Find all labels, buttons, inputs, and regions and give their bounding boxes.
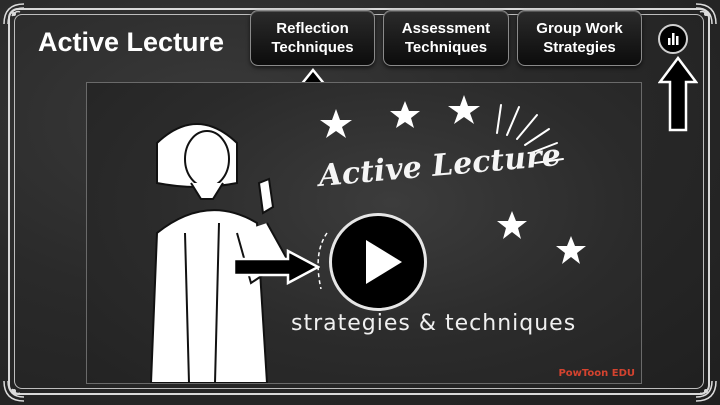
button-label-line: Strategies (543, 39, 616, 56)
reflection-techniques-button[interactable]: Reflection Techniques (250, 10, 375, 66)
bar-chart-icon (668, 33, 679, 45)
arrow-up-icon (658, 56, 698, 132)
assessment-techniques-button[interactable]: Assessment Techniques (383, 10, 509, 66)
button-label-line: Group Work (536, 20, 623, 37)
frame-ornament-icon (3, 380, 25, 402)
button-label-line: Techniques (271, 39, 354, 56)
page-title: Active Lecture (38, 27, 225, 57)
arrow-right-icon (232, 249, 320, 285)
group-work-strategies-button[interactable]: Group Work Strategies (517, 10, 642, 66)
video-player[interactable]: Active Lecture strategies & techniques P… (86, 82, 642, 384)
star-icon (320, 109, 352, 138)
frame-ornament-icon (695, 380, 717, 402)
star-icon (390, 101, 420, 128)
video-subtitle: strategies & techniques (291, 311, 577, 336)
bar-chart-button[interactable] (658, 24, 688, 54)
star-icon (556, 236, 586, 264)
button-label-line: Techniques (404, 39, 488, 56)
frame-ornament-icon (3, 3, 25, 25)
star-icon (497, 211, 527, 239)
button-label-line: Reflection (276, 20, 349, 37)
powtoon-watermark: PowToon EDU (558, 368, 635, 379)
star-icon (448, 95, 480, 124)
burst-lines-icon (496, 104, 564, 164)
play-button[interactable] (329, 213, 427, 311)
play-icon (366, 240, 402, 284)
button-label-line: Assessment (401, 20, 491, 37)
chalk-frame (8, 8, 710, 395)
frame-ornament-icon (695, 3, 717, 25)
